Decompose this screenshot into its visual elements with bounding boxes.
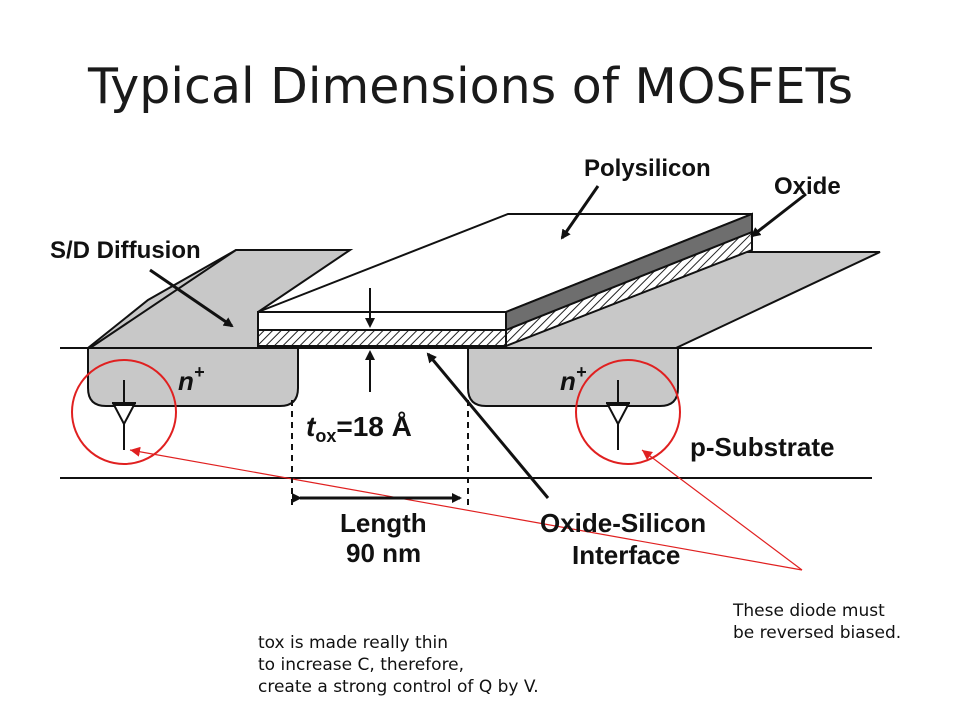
polysilicon-front <box>257 311 507 331</box>
oxide-layer-front <box>257 329 507 347</box>
interface-label: Interface <box>572 540 680 570</box>
interface-arrow <box>426 352 550 499</box>
polysilicon-arrow <box>560 185 600 240</box>
polysilicon-label: Polysilicon <box>584 155 711 182</box>
sd-diffusion-label: S/D Diffusion <box>50 237 201 264</box>
left-diode-symbol <box>112 380 136 450</box>
tox-note-line-3: create a strong control of Q by V. <box>258 677 539 697</box>
diode-note-line-1: These diode must <box>733 601 885 621</box>
right-diode-symbol <box>606 380 630 450</box>
right-n-plus-label: n+ <box>560 362 587 396</box>
left-n-plus-label: n+ <box>178 362 205 396</box>
diode-note-line-2: be reversed biased. <box>733 623 902 643</box>
left-diode-highlight <box>71 359 177 465</box>
tox-note-line-1: tox is made really thin <box>258 633 448 653</box>
red-arrow-left <box>129 446 803 571</box>
red-arrow-right <box>641 449 803 571</box>
right-n-well <box>467 347 679 407</box>
right-diode-highlight <box>575 359 681 465</box>
length-value-label: 90 nm <box>346 538 421 568</box>
tox-label: tox=18 Å <box>306 411 412 446</box>
tox-note: tox is made really thin to increase C, t… <box>258 632 539 698</box>
sd-diffusion-arrow <box>149 268 234 328</box>
length-label: Length <box>340 508 427 538</box>
tox-note-line-2: to increase C, therefore, <box>258 655 465 675</box>
p-substrate-label: p-Substrate <box>690 432 834 462</box>
slide-title: Typical Dimensions of MOSFETs <box>88 58 853 115</box>
oxide-silicon-label: Oxide-Silicon <box>540 508 706 538</box>
oxide-arrow <box>750 192 807 238</box>
oxide-label: Oxide <box>774 173 841 200</box>
diode-note: These diode must be reversed biased. <box>733 600 901 644</box>
